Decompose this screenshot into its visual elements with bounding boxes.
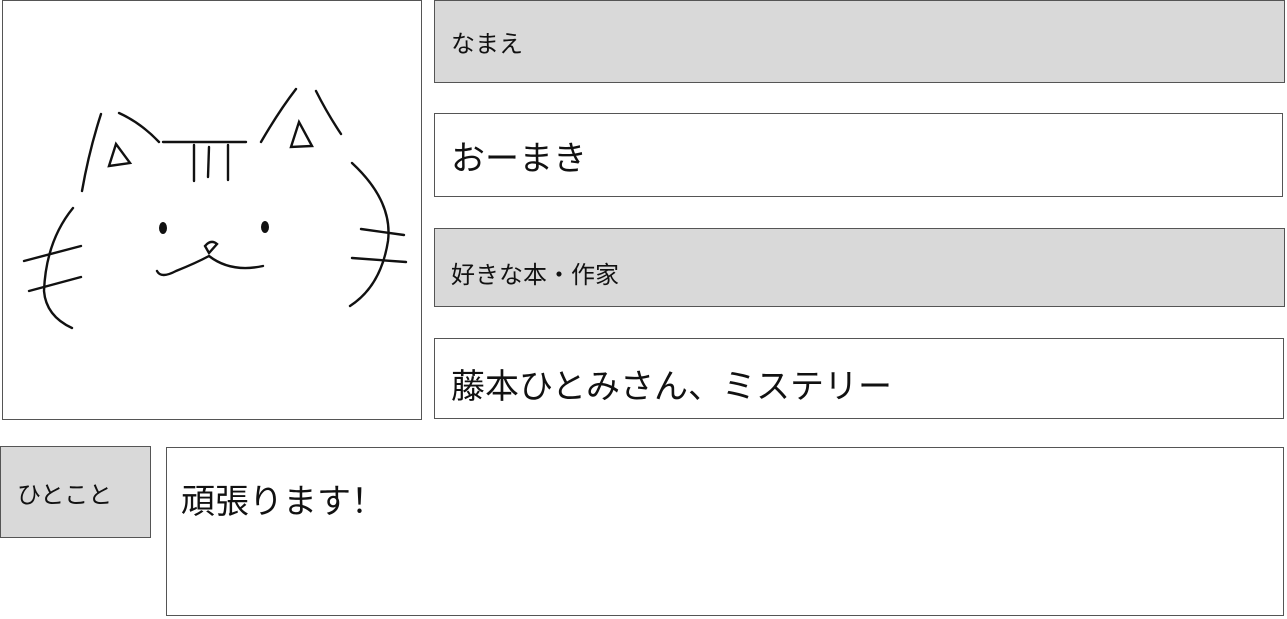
favorite-field[interactable]: 藤本ひとみさん、ミステリー: [434, 338, 1284, 419]
favorite-label-text: 好きな本・作家: [451, 261, 619, 289]
name-field[interactable]: おーまき: [434, 113, 1283, 197]
comment-label: ひとこと: [0, 446, 151, 538]
avatar-image: [2, 0, 422, 420]
cat-drawing-icon: [22, 87, 408, 330]
name-label-text: なまえ: [451, 30, 523, 58]
favorite-value: 藤本ひとみさん、ミステリー: [451, 367, 892, 407]
comment-field[interactable]: 頑張ります！: [166, 447, 1284, 616]
comment-value: 頑張ります！: [181, 482, 385, 522]
name-label: なまえ: [434, 0, 1285, 83]
favorite-label: 好きな本・作家: [434, 228, 1285, 307]
name-value: おーまき: [451, 138, 587, 179]
comment-label-text: ひとこと: [17, 480, 113, 509]
